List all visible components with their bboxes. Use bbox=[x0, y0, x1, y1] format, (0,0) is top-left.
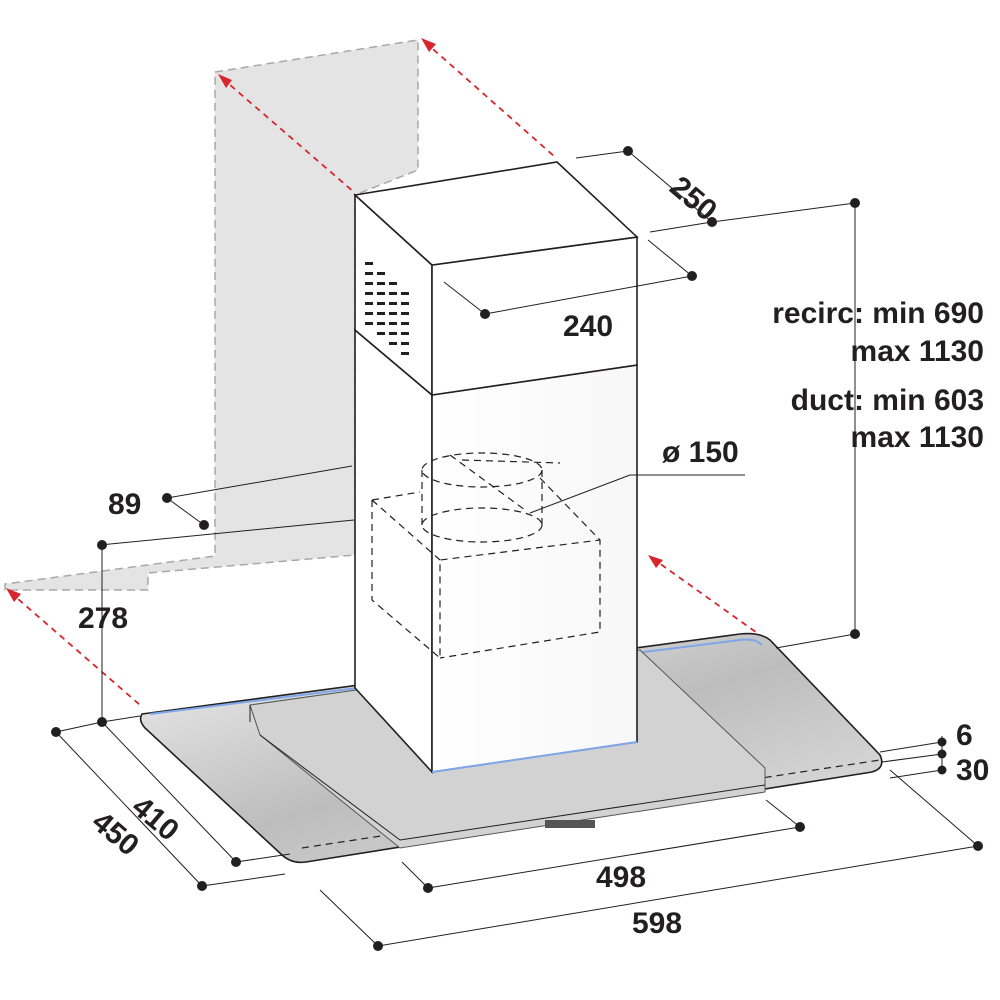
label-recirc-min: recirc: min 690 bbox=[772, 297, 984, 330]
dimension-lines bbox=[51, 146, 983, 951]
label-6: 6 bbox=[956, 719, 973, 752]
label-598: 598 bbox=[632, 907, 682, 940]
red-reference-arrows bbox=[6, 38, 761, 706]
label-recirc-max: max 1130 bbox=[851, 335, 984, 368]
label-89: 89 bbox=[108, 488, 141, 521]
chimney-lower bbox=[354, 328, 638, 775]
hidden-motor-outline bbox=[371, 452, 601, 660]
label-30: 30 bbox=[956, 754, 989, 787]
label-278: 278 bbox=[78, 602, 128, 635]
label-duct-min: duct: min 603 bbox=[791, 384, 984, 417]
label-240: 240 bbox=[563, 310, 613, 343]
label-outlet-diameter: ø 150 bbox=[662, 436, 739, 469]
label-498: 498 bbox=[596, 861, 646, 894]
chimney-upper bbox=[353, 161, 639, 397]
label-duct-max: max 1130 bbox=[851, 421, 984, 454]
wall-outline bbox=[4, 39, 419, 591]
vent-slots bbox=[365, 262, 409, 355]
dimension-labels: 250 240 recirc: min 690 max 1130 duct: m… bbox=[78, 170, 989, 940]
